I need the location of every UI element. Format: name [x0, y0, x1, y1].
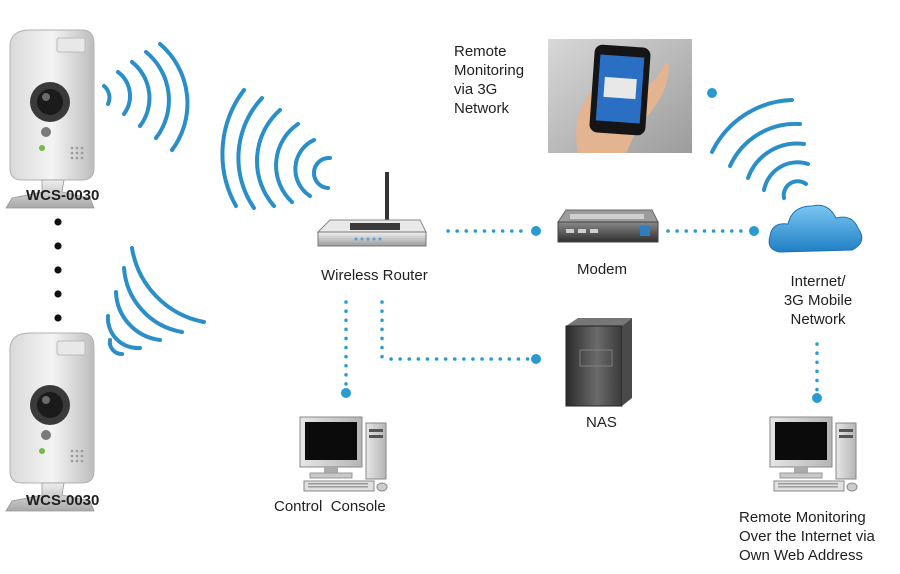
cloud-icon [768, 204, 863, 253]
control-console-label: Control Console [274, 498, 386, 515]
phone-photo-icon [548, 39, 692, 153]
remote-web-pc-icon [769, 416, 858, 492]
remote-3g-label: Remote Monitoring via 3G Network [454, 43, 525, 117]
connection-modem-cloud [666, 226, 759, 236]
remote-web-label: Remote Monitoring Over the Internet via … [739, 509, 875, 564]
modem-label: Modem [577, 261, 628, 278]
internet-label: Internet/ 3G Mobile Network [783, 273, 853, 328]
wireless-router-icon [316, 172, 427, 247]
control-console-pc-icon [299, 416, 388, 492]
camera-top-label: WCS-0030 [26, 187, 100, 204]
nas-label: NAS [586, 414, 617, 431]
wireless-router-label: Wireless Router [321, 267, 428, 284]
signal-waves-router [220, 88, 332, 210]
signal-waves-camera-bottom [105, 246, 206, 357]
modem-icon [557, 209, 659, 243]
nas-storage-icon [565, 318, 632, 407]
signal-waves-cloud [710, 98, 810, 200]
connection-router-modem [446, 226, 541, 236]
camera-bottom-icon [5, 332, 95, 512]
connection-router-console [341, 300, 351, 398]
connection-router-nas [380, 300, 541, 364]
camera-bottom-label: WCS-0030 [26, 492, 100, 509]
signal-waves-camera-top [102, 42, 190, 152]
camera-top-icon [5, 29, 95, 209]
ellipsis-dots [54, 218, 62, 322]
signal-source-dot [707, 88, 717, 98]
connection-cloud-remote-pc [812, 342, 822, 403]
